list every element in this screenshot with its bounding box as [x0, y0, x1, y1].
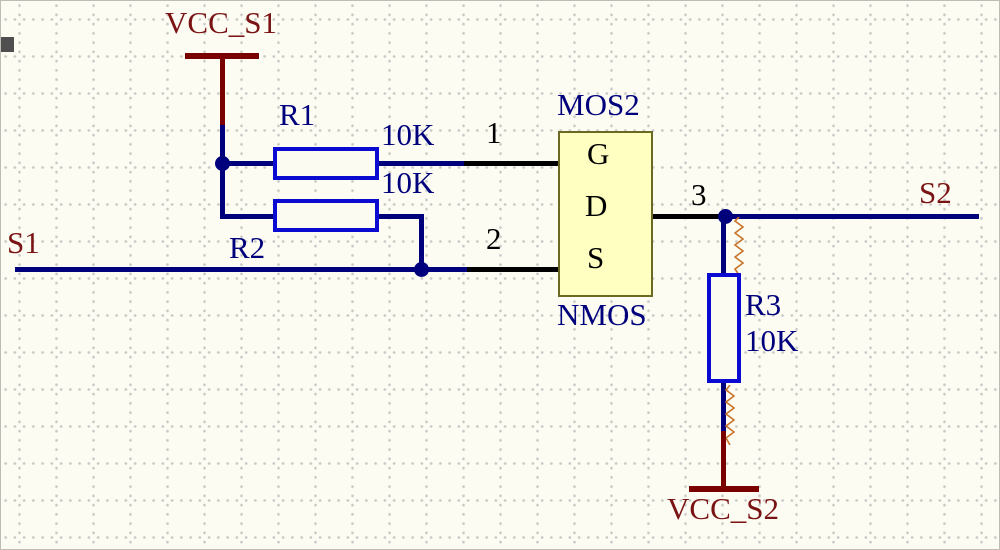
wire-vcc-s1-to-junction: [220, 125, 225, 167]
mos2-pin-d-label: D: [585, 188, 608, 223]
net-label-s1: S1: [7, 225, 40, 260]
resistor-r3-designator: R3: [745, 287, 782, 322]
net-label-s2: S2: [919, 175, 952, 210]
wire-junction-to-r3: [721, 216, 726, 273]
power-port-label-vcc-s2: VCC_S2: [667, 491, 779, 526]
resistor-r2: [273, 199, 379, 232]
mos2-pin2-number: 2: [486, 221, 502, 256]
power-bar-vcc-s2: [689, 486, 759, 492]
screen-artifact: [1, 37, 14, 52]
wire-s2: [725, 214, 979, 219]
power-stem-vcc-s1: [220, 59, 225, 129]
resistor-r3: [707, 273, 741, 383]
mos2-body: [558, 131, 653, 297]
power-stem-vcc-s2: [721, 431, 726, 488]
mos2-pin3-number: 3: [691, 177, 707, 212]
resistor-r3-value: 10K: [745, 323, 799, 358]
erc-squiggle-upper: [733, 216, 745, 280]
mos2-pin3-line: [653, 214, 725, 219]
power-bar-vcc-s1: [185, 53, 259, 59]
resistor-r1-designator: R1: [279, 97, 316, 132]
mos2-pin2-line: [467, 267, 558, 272]
mos2-part-type: NMOS: [557, 297, 647, 332]
mos2-pin1-number: 1: [486, 115, 502, 150]
resistor-r1-value: 10K: [381, 117, 435, 152]
mos2-pin1-line: [464, 161, 558, 166]
mos2-pin-s-label: S: [587, 240, 605, 275]
wire-s1: [15, 267, 467, 272]
mos2-pin-g-label: G: [587, 136, 610, 171]
resistor-r1: [273, 147, 379, 180]
wire-to-r2: [223, 214, 275, 219]
resistor-r2-value: 10K: [381, 165, 435, 200]
erc-squiggle-lower: [724, 384, 736, 450]
power-port-label-vcc-s1: VCC_S1: [165, 5, 277, 40]
wire-junction-to-r1: [223, 161, 275, 166]
wire-r2-right: [379, 214, 424, 219]
wire-r2-down-to-s1: [419, 216, 424, 271]
mos2-designator: MOS2: [557, 87, 640, 122]
resistor-r2-designator: R2: [229, 230, 266, 265]
wire-junction-down-to-r2: [220, 163, 225, 219]
wire-r1-to-pin1: [379, 161, 464, 166]
wire-r3-down: [721, 383, 726, 433]
